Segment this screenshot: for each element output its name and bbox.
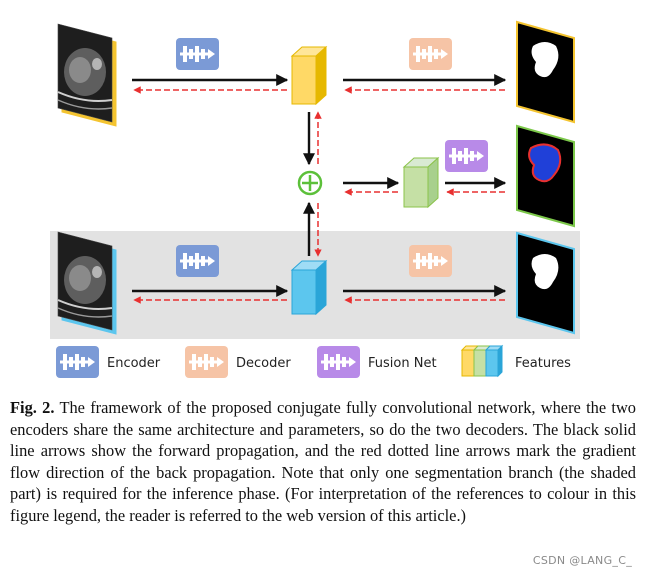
legend-fusion-net-icon — [317, 346, 360, 378]
legend-encoder-label: Encoder — [107, 356, 161, 371]
figure-label: Fig. 2. — [10, 398, 55, 417]
legend-decoder-icon — [185, 346, 228, 378]
legend: Encoder Decoder Fusion Net Features — [56, 344, 571, 378]
framework-diagram: Encoder Decoder Fusion Net Features — [50, 20, 580, 378]
legend-fusion-net-label: Fusion Net — [368, 356, 437, 371]
fusion-net-icon — [445, 140, 488, 172]
encoder-block-icon — [176, 245, 219, 277]
decoder-block-icon — [409, 245, 452, 277]
fusion-output — [516, 124, 575, 228]
segmentation-output-bottom — [516, 231, 575, 335]
figure-caption-text: The framework of the proposed conjugate … — [10, 398, 637, 525]
watermark: CSDN @LANG_C_ — [532, 554, 632, 567]
element-wise-sum-icon — [297, 170, 323, 196]
legend-decoder-label: Decoder — [236, 356, 291, 371]
encoder-block-icon — [176, 38, 219, 70]
legend-features-icon — [460, 344, 504, 378]
ct-input-top — [57, 23, 117, 127]
feature-cube-yellow — [290, 45, 328, 106]
decoder-block-icon — [409, 38, 452, 70]
legend-features-label: Features — [515, 356, 571, 371]
feature-cube-blue — [290, 259, 328, 316]
figure-caption: Fig. 2. The framework of the proposed co… — [10, 397, 636, 526]
segmentation-output-top — [516, 20, 575, 124]
feature-cube-green — [402, 156, 440, 209]
legend-encoder-icon — [56, 346, 99, 378]
ct-input-bottom — [57, 231, 117, 335]
